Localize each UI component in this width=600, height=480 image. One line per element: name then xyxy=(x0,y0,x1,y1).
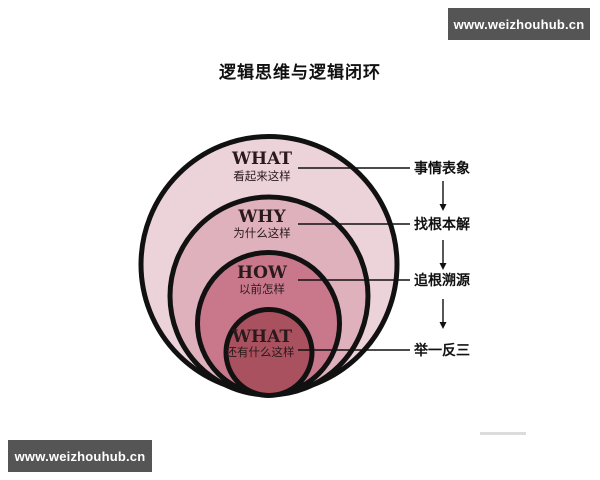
step-label-2: 找根本解 xyxy=(414,216,470,233)
step-label-4: 举一反三 xyxy=(413,342,470,359)
circle-4-label-cn: 还有什么这样 xyxy=(226,345,295,359)
circle-2-label-en: WHY xyxy=(237,207,286,227)
circle-1-label-cn: 看起来这样 xyxy=(233,169,291,183)
circle-2-label-cn: 为什么这样 xyxy=(233,226,291,240)
arrow-down-icon xyxy=(439,299,447,329)
faint-caption xyxy=(480,432,526,435)
circle-3-label-cn: 以前怎样 xyxy=(239,282,285,296)
circle-1-label-en: WHAT xyxy=(231,149,292,169)
circle-4-label-en: WHAT xyxy=(231,327,292,347)
step-label-3: 追根溯源 xyxy=(414,272,470,289)
step-label-1: 事情表象 xyxy=(414,160,470,177)
watermark-top: www.weizhouhub.cn xyxy=(448,8,590,40)
diagram-title: 逻辑思维与逻辑闭环 xyxy=(219,63,381,83)
circle-3-label-en: HOW xyxy=(237,263,288,283)
circle-what-inner xyxy=(223,307,315,398)
watermark-bottom: www.weizhouhub.cn xyxy=(8,440,152,472)
arrow-down-icon xyxy=(439,240,447,270)
arrow-down-icon xyxy=(439,181,447,211)
